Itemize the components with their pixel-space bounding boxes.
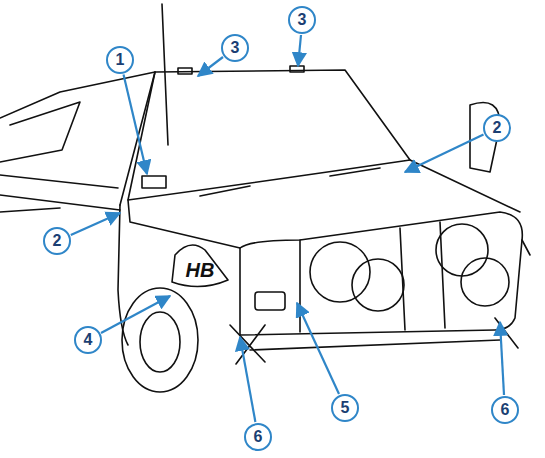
callout-circle: 2 — [43, 227, 71, 255]
callout-number: 6 — [501, 402, 510, 418]
callout-circle: 3 — [221, 34, 249, 62]
door-logo: HB — [186, 260, 215, 280]
car-outline — [0, 4, 530, 392]
callout-number: 3 — [231, 40, 240, 56]
callout-number: 6 — [254, 429, 263, 445]
callout-circle: 6 — [244, 423, 272, 451]
leader-lines — [71, 35, 504, 422]
callout-circle: 4 — [74, 326, 102, 354]
callout-circle: 5 — [331, 394, 359, 422]
callout-circle: 1 — [106, 46, 134, 74]
callout-circle: 2 — [483, 114, 511, 142]
callout-number: 4 — [84, 332, 93, 348]
callout-number: 1 — [116, 52, 125, 68]
callout-number: 3 — [298, 12, 307, 28]
callout-circle: 6 — [491, 396, 519, 424]
callout-number: 2 — [493, 120, 502, 136]
callout-circle: 3 — [288, 6, 316, 34]
callout-number: 5 — [341, 400, 350, 416]
callout-number: 2 — [53, 233, 62, 249]
